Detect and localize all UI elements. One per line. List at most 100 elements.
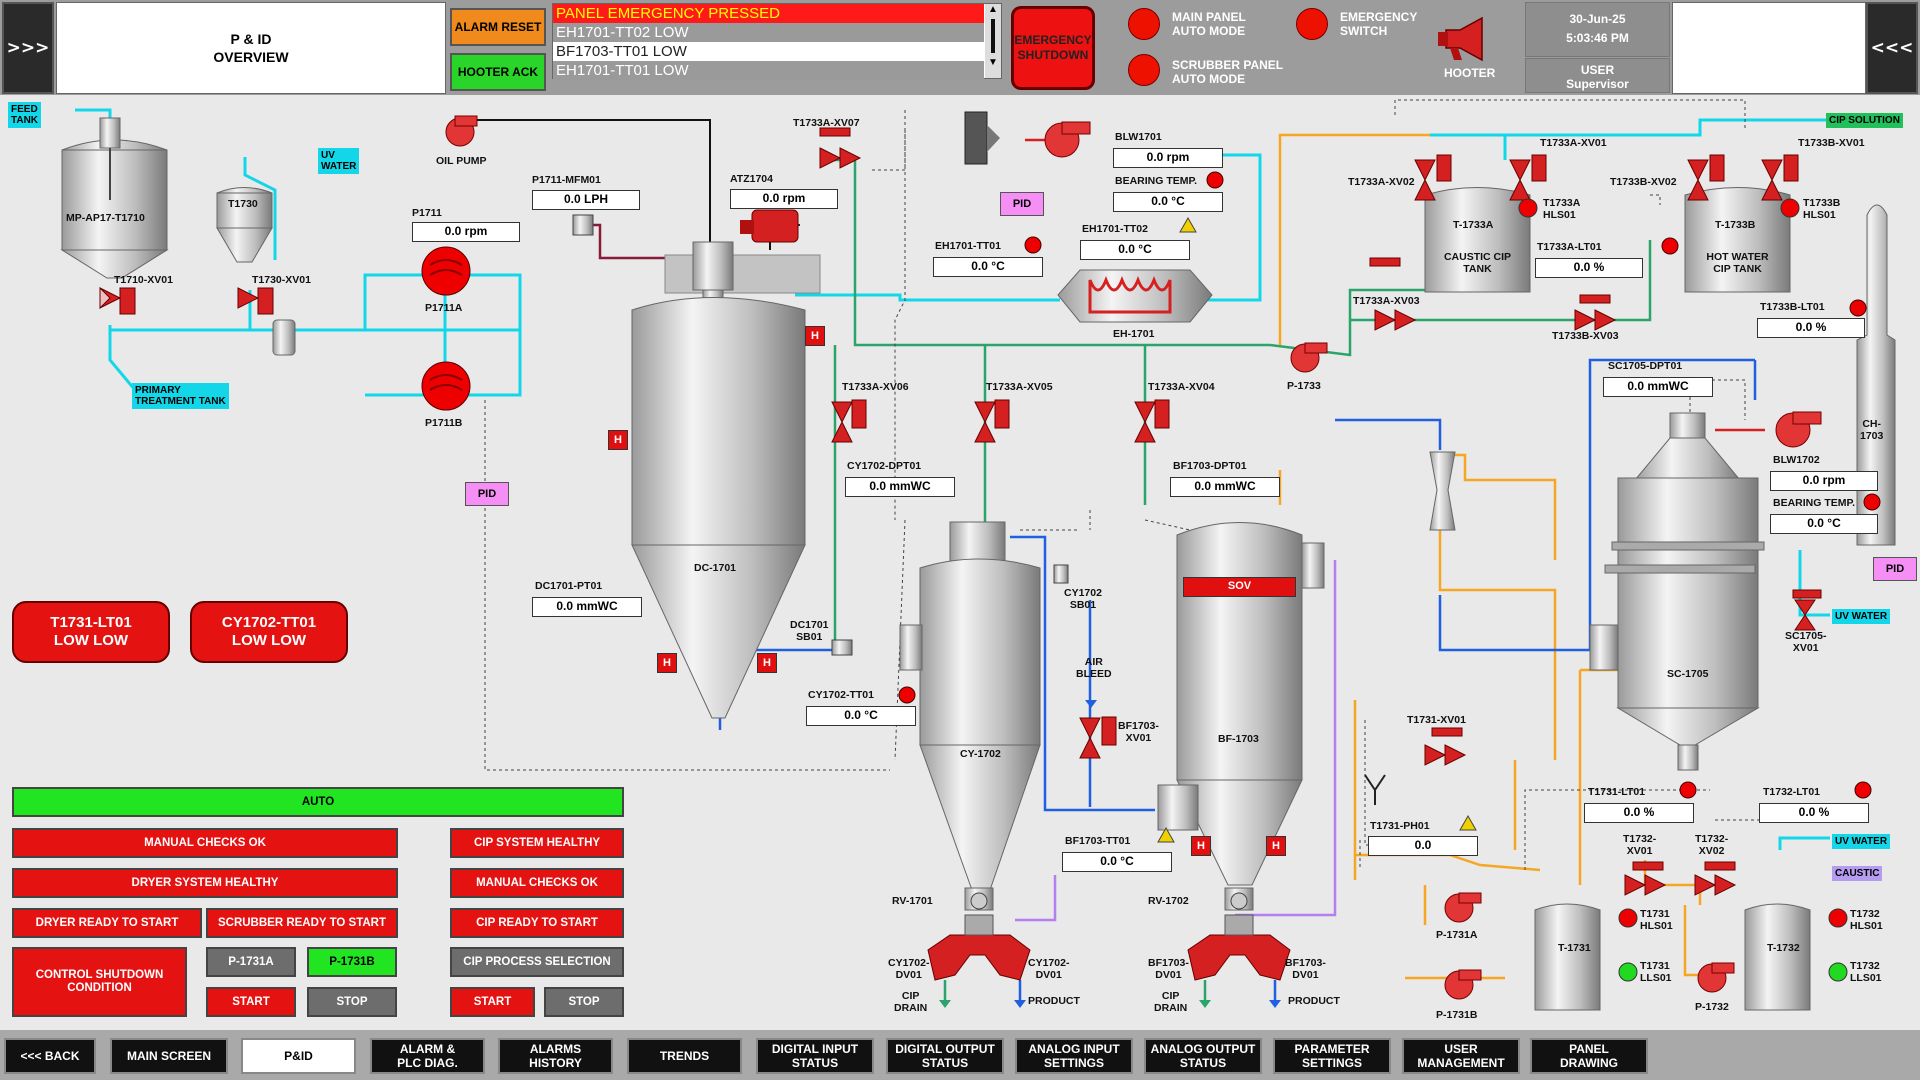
sov-indicator: SOV [1183, 577, 1296, 597]
atz1704-value: 0.0 rpm [730, 189, 838, 209]
t1733alt-value: 0.0 % [1535, 258, 1643, 278]
cy1702tt-value: 0.0 °C [806, 706, 916, 726]
feed-tank-tag: FEED TANK [8, 102, 42, 128]
hooter-icon[interactable] [1436, 16, 1494, 62]
emergency-shutdown-button[interactable]: EMERGENCY SHUTDOWN [1011, 6, 1095, 90]
t1730xv01-label: T1730-XV01 [252, 274, 311, 286]
hooter-ack-button[interactable]: HOOTER ACK [450, 53, 546, 91]
nav-alarm-plc-button[interactable]: ALARM & PLC DIAG. [370, 1038, 485, 1074]
nav-left-button[interactable]: >>> [2, 2, 54, 94]
bearing-temp-label-2: BEARING TEMP. [1773, 497, 1856, 509]
nav-user-management-button[interactable]: USER MANAGEMENT [1402, 1038, 1520, 1074]
alarm-reset-button[interactable]: ALARM RESET [450, 8, 546, 46]
nav-right-button[interactable]: <<< [1866, 2, 1918, 94]
pid-button-2[interactable]: PID [1000, 192, 1044, 216]
bf1703tt-label: BF1703-TT01 [1065, 835, 1131, 847]
user-name: Supervisor [1566, 77, 1629, 91]
p1711-value: 0.0 rpm [412, 222, 520, 242]
nav-parameter-settings-button[interactable]: PARAMETER SETTINGS [1273, 1038, 1391, 1074]
pid-button-3[interactable]: PID [1873, 557, 1917, 581]
sc1705dpt-label: SC1705-DPT01 [1608, 360, 1683, 372]
p1731b-select-button[interactable]: P-1731B [307, 947, 397, 977]
cip-healthy-indicator: CIP SYSTEM HEALTHY [450, 828, 624, 858]
cy1702-tt01-alarm[interactable]: CY1702-TT01 LOW LOW [190, 601, 348, 663]
eh1701tt02-label: EH1701-TT02 [1082, 223, 1148, 235]
bf1703dpt-label: BF1703-DPT01 [1173, 460, 1247, 472]
p1731b-label: P-1731B [1436, 1009, 1478, 1021]
sc1705dpt-value: 0.0 mmWC [1603, 377, 1713, 397]
t1731ph-value: 0.0 [1368, 836, 1478, 856]
bearing-temp-value: 0.0 °C [1113, 192, 1223, 212]
scroll-up-icon[interactable]: ▲ [988, 4, 998, 15]
pid-button[interactable]: PID [465, 482, 509, 506]
nav-analog-output-button[interactable]: ANALOG OUTPUT STATUS [1144, 1038, 1262, 1074]
nav-main-screen-button[interactable]: MAIN SCREEN [110, 1038, 228, 1074]
high-indicator: H [1266, 836, 1286, 856]
date-text: 30-Jun-25 [1569, 12, 1626, 26]
auto-mode-indicator[interactable]: AUTO [12, 787, 624, 817]
eh1701tt01-label: EH1701-TT01 [935, 240, 1001, 252]
control-shutdown-indicator: CONTROL SHUTDOWN CONDITION [12, 947, 187, 1017]
t1733axv06-label: T1733A-XV06 [842, 381, 909, 393]
nav-analog-input-button[interactable]: ANALOG INPUT SETTINGS [1015, 1038, 1133, 1074]
manual-checks-indicator-2: MANUAL CHECKS OK [450, 868, 624, 898]
eh1701tt02-value: 0.0 °C [1080, 240, 1190, 260]
dc1701sb-label: DC1701 SB01 [790, 619, 829, 643]
bf1703dv-label-1: BF1703- DV01 [1148, 957, 1189, 981]
nav-back-button[interactable]: <<< BACK [4, 1038, 96, 1074]
cip-start-button[interactable]: START [450, 987, 535, 1017]
cy1702tt-label: CY1702-TT01 [808, 689, 874, 701]
nav-pid-button[interactable]: P&ID [241, 1038, 356, 1074]
cip-process-selection-button[interactable]: CIP PROCESS SELECTION [450, 947, 624, 977]
dc-1701-vessel [631, 241, 821, 719]
main-panel-label: MAIN PANEL AUTO MODE [1172, 10, 1246, 38]
alarm-list-scrollbar[interactable]: ▲ ▼ [985, 4, 1001, 78]
p1711mfm01-value: 0.0 LPH [532, 190, 640, 210]
t1733bxv03-label: T1733B-XV03 [1552, 330, 1619, 342]
uv-water-tag: UV WATER [318, 148, 360, 174]
nav-alarms-history-button[interactable]: ALARMS HISTORY [498, 1038, 613, 1074]
t1731lt-value: 0.0 % [1584, 803, 1694, 823]
t1732xv02-label: T1732- XV02 [1695, 833, 1729, 857]
blw1701-shape [964, 111, 1000, 165]
p1711-label: P1711 [412, 207, 442, 219]
alarm-list[interactable]: PANEL EMERGENCY PRESSED EH1701-TT02 LOW … [552, 3, 1002, 80]
t1733bxv02-label: T1733B-XV02 [1610, 176, 1677, 188]
user-panel[interactable]: USER Supervisor [1525, 58, 1670, 93]
p1731a-label: P-1731A [1436, 929, 1478, 941]
alarm-row[interactable]: PANEL EMERGENCY PRESSED [553, 4, 984, 23]
dryer-healthy-indicator: DRYER SYSTEM HEALTHY [12, 868, 398, 898]
bf1703-label: BF-1703 [1218, 733, 1259, 745]
t1733bhls-label: T1733B HLS01 [1803, 197, 1841, 221]
cip-drain-label-1: CIP DRAIN [894, 990, 928, 1014]
cy1702dpt-label: CY1702-DPT01 [847, 460, 922, 472]
alarm-row[interactable]: EH1701-TT01 LOW [553, 61, 984, 80]
t1731-lt01-alarm[interactable]: T1731-LT01 LOW LOW [12, 601, 170, 663]
p1731a-select-button[interactable]: P-1731A [206, 947, 296, 977]
nav-panel-drawing-button[interactable]: PANEL DRAWING [1530, 1038, 1648, 1074]
product-label-1: PRODUCT [1028, 995, 1080, 1007]
alarm-row[interactable]: EH1701-TT02 LOW [553, 23, 984, 42]
cy1702dv-label-1: CY1702- DV01 [888, 957, 930, 981]
alarm-row[interactable]: BF1703-TT01 LOW [553, 42, 984, 61]
bf1703xv01-label: BF1703- XV01 [1118, 720, 1159, 744]
t1733axv05-label: T1733A-XV05 [986, 381, 1053, 393]
scroll-down-icon[interactable]: ▼ [988, 57, 998, 68]
cip-stop-button[interactable]: STOP [544, 987, 624, 1017]
air-bleed-label: AIR BLEED [1076, 656, 1112, 680]
rv1702-label: RV-1702 [1148, 895, 1189, 907]
t1733axv03-label: T1733A-XV03 [1353, 295, 1420, 307]
pump-stop-button[interactable]: STOP [307, 987, 397, 1017]
sc1705xv01-label: SC1705- XV01 [1785, 630, 1827, 654]
t1710xv01-label: T1710-XV01 [114, 274, 173, 286]
t1732hls-label: T1732 HLS01 [1850, 908, 1883, 932]
pump-start-button[interactable]: START [206, 987, 296, 1017]
header-blank-panel [1672, 2, 1866, 94]
nav-digital-output-button[interactable]: DIGITAL OUTPUT STATUS [886, 1038, 1004, 1074]
nav-trends-button[interactable]: TRENDS [627, 1038, 742, 1074]
emergency-switch-lamp [1296, 8, 1328, 40]
cip-solution-tag: CIP SOLUTION [1826, 113, 1903, 128]
blw1702-label: BLW1702 [1773, 454, 1820, 466]
nav-digital-input-button[interactable]: DIGITAL INPUT STATUS [756, 1038, 874, 1074]
t1731-label: T-1731 [1558, 942, 1591, 954]
